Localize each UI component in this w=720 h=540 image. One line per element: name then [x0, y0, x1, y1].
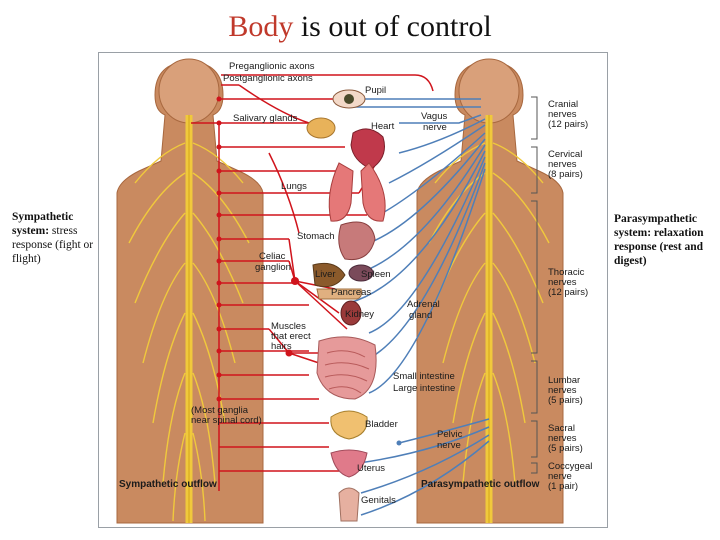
label-lumbar-3: (5 pairs) — [548, 395, 583, 406]
left-body — [116, 58, 264, 524]
label-cervical-3: (8 pairs) — [548, 169, 583, 180]
label-cranial-2: nerves — [548, 109, 577, 120]
label-pelvic-2: nerve — [437, 440, 461, 451]
label-thoracic-3: (12 pairs) — [548, 287, 588, 298]
label-genitals: Genitals — [361, 495, 396, 506]
sympathetic-caption-text: stress response (fight or flight) — [12, 225, 94, 265]
label-muscles-3: hairs — [271, 341, 292, 352]
label-adrenal-1: Adrenal — [407, 299, 440, 310]
label-sympathetic-outflow: Sympathetic outflow — [119, 479, 217, 490]
label-pancreas: Pancreas — [331, 287, 371, 298]
label-lungs: Lungs — [281, 181, 307, 192]
label-kidney: Kidney — [345, 309, 374, 320]
label-spleen: Spleen — [361, 269, 391, 280]
label-liver: Liver — [315, 269, 336, 280]
label-ganglia-1: (Most ganglia — [191, 405, 249, 416]
label-lumbar-2: nerves — [548, 385, 577, 396]
label-bladder: Bladder — [365, 419, 398, 430]
label-thoracic-1: Thoracic — [548, 267, 585, 278]
sympathetic-caption-bold: Sympathetic system: — [12, 211, 74, 237]
label-muscles-2: that erect — [271, 331, 311, 342]
label-coccygeal-3: (1 pair) — [548, 481, 578, 492]
parasympathetic-caption: Parasympathetic system: relaxation respo… — [614, 213, 704, 267]
label-stomach: Stomach — [297, 231, 335, 242]
label-celiac-1: Celiac — [259, 251, 286, 262]
label-celiac-2: ganglion — [255, 262, 291, 273]
label-vagus-1: Vagus — [421, 111, 447, 122]
label-sacral-1: Sacral — [548, 423, 575, 434]
nervous-system-diagram: Preganglionic axons Postganglionic axons… — [98, 52, 608, 528]
label-sacral-2: nerves — [548, 433, 577, 444]
label-heart: Heart — [371, 121, 395, 132]
label-muscles-1: Muscles — [271, 321, 306, 332]
sympathetic-ganglia — [216, 96, 299, 402]
label-cervical-1: Cervical — [548, 149, 582, 160]
diagram-svg: Preganglionic axons Postganglionic axons… — [116, 58, 592, 524]
label-cranial-3: (12 pairs) — [548, 119, 588, 130]
label-sacral-3: (5 pairs) — [548, 443, 583, 454]
label-coccygeal-1: Coccygeal — [548, 461, 592, 472]
label-vagus-2: nerve — [423, 122, 447, 133]
segment-brackets — [531, 96, 538, 474]
label-coccygeal-2: nerve — [548, 471, 572, 482]
label-pupil: Pupil — [365, 85, 386, 96]
label-uterus: Uterus — [357, 463, 385, 474]
label-thoracic-2: nerves — [548, 277, 577, 288]
label-small-intestine: Small intestine — [393, 371, 455, 382]
label-ganglia-2: near spinal cord) — [191, 415, 262, 426]
label-large-intestine: Large intestine — [393, 383, 455, 394]
label-cranial-1: Cranial — [548, 99, 578, 110]
sympathetic-caption: Sympathetic system: stress response (fig… — [12, 210, 98, 266]
label-postganglionic: Postganglionic axons — [223, 73, 313, 84]
label-pelvic-1: Pelvic — [437, 429, 463, 440]
slide-title: Body is out of control — [0, 10, 720, 44]
label-parasympathetic-outflow: Parasympathetic outflow — [421, 479, 540, 490]
title-rest: is out of control — [293, 10, 492, 43]
label-preganglionic: Preganglionic axons — [229, 61, 315, 72]
diagram-labels: Preganglionic axons Postganglionic axons… — [119, 61, 592, 506]
title-accent: Body — [228, 10, 294, 43]
label-adrenal-2: gland — [409, 310, 432, 321]
organs — [306, 89, 386, 522]
label-cervical-2: nerves — [548, 159, 577, 170]
label-salivary: Salivary glands — [233, 113, 298, 124]
label-lumbar-1: Lumbar — [548, 375, 580, 386]
